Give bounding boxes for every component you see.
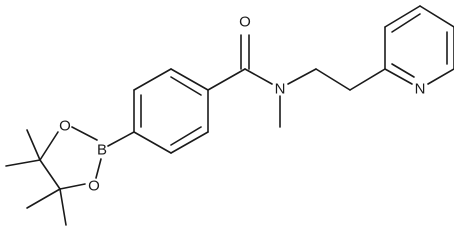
bond-benzene-5 xyxy=(170,131,209,154)
atom-n-amide: N xyxy=(275,81,286,98)
bond-ch2-pyridine xyxy=(349,68,386,91)
bond-o-upper-c xyxy=(39,131,59,161)
bonds xyxy=(5,5,454,226)
bond-ring-carbonyl xyxy=(207,68,246,91)
bond-amide-n-ch2 xyxy=(287,68,317,85)
bond-methyl-4 xyxy=(59,188,67,226)
bond-methyl-1 xyxy=(26,129,41,161)
bond-b-o-upper xyxy=(71,126,98,141)
bond-pyridine-inner-1 xyxy=(391,13,421,33)
bond-methyl-3 xyxy=(26,188,61,209)
bond-carbonyl-amide-n xyxy=(244,68,273,85)
bond-benzene-inner-1 xyxy=(170,76,202,96)
bond-pinacol-cc xyxy=(39,159,61,190)
atom-o-boronate-lower: O xyxy=(88,178,100,195)
atom-n-pyridine: N xyxy=(415,81,426,98)
atom-labels: O N N B O O xyxy=(59,14,425,195)
atom-o-carbonyl: O xyxy=(239,14,251,31)
bond-ch2-ch2 xyxy=(315,68,351,91)
chemical-structure-diagram: O N N B O O xyxy=(5,5,454,226)
bond-pyridine-inner-3 xyxy=(391,63,415,78)
bond-b-o-lower xyxy=(95,158,102,179)
bond-pyridine-2 xyxy=(384,5,421,28)
bond-benzene-4 xyxy=(133,131,172,154)
bond-benzene-2 xyxy=(133,68,172,91)
bond-pyridine-3 xyxy=(419,5,454,28)
bond-ring-boron xyxy=(107,131,135,147)
bond-benzene-inner-3 xyxy=(170,126,202,146)
bond-benzene-1 xyxy=(170,68,209,91)
bond-pyridine-6 xyxy=(384,68,413,85)
bond-pyridine-5 xyxy=(427,68,454,85)
bond-o-lower-c xyxy=(59,183,86,190)
atom-o-boronate-upper: O xyxy=(59,118,71,135)
atom-boron: B xyxy=(97,142,107,159)
bond-methyl-2 xyxy=(5,159,41,167)
